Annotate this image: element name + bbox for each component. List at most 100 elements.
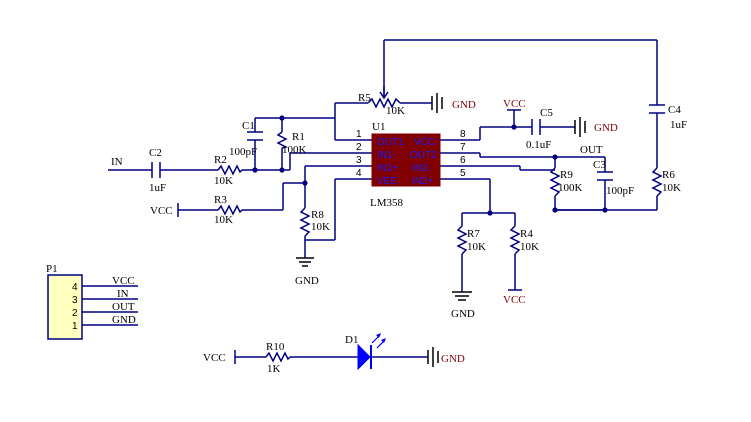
svg-text:1K: 1K	[267, 363, 281, 375]
svg-text:U1: U1	[372, 121, 385, 133]
svg-text:100K: 100K	[282, 144, 307, 156]
resistor-r6: R6 10K	[651, 167, 681, 197]
resistor-r3: R3 10K	[214, 194, 243, 226]
svg-text:10K: 10K	[467, 241, 486, 253]
svg-text:1uF: 1uF	[670, 119, 687, 131]
svg-text:OUT: OUT	[112, 301, 135, 313]
svg-text:5: 5	[460, 168, 466, 179]
svg-text:VCC: VCC	[203, 352, 226, 364]
junctions	[252, 115, 608, 216]
resistor-r10: R10 1K	[265, 341, 291, 375]
svg-text:8: 8	[460, 129, 466, 140]
svg-text:100K: 100K	[558, 182, 583, 194]
gnd-symbol-led: GND	[427, 347, 465, 367]
svg-text:R1: R1	[292, 131, 305, 143]
svg-text:C2: C2	[149, 147, 162, 159]
svg-text:R3: R3	[214, 194, 227, 206]
led-d1: D1	[345, 333, 386, 371]
svg-text:10K: 10K	[311, 221, 330, 233]
resistor-r2: R2 10K	[214, 154, 243, 187]
svg-text:4: 4	[356, 168, 362, 179]
svg-text:C1: C1	[242, 120, 255, 132]
capacitor-c5: C5 0.1uF	[526, 107, 553, 151]
svg-text:P1: P1	[46, 263, 58, 275]
net-label-in: IN	[111, 156, 123, 168]
header-body	[47, 274, 83, 340]
capacitor-c3: C3 100pF	[593, 159, 634, 197]
ic-body	[371, 133, 441, 187]
net-label-out: OUT	[580, 144, 603, 156]
svg-text:IN1+: IN1+	[377, 163, 399, 174]
svg-text:C3: C3	[593, 159, 606, 171]
svg-text:VCC: VCC	[414, 137, 435, 148]
resistor-r9: R9 100K	[549, 167, 583, 197]
resistor-r4: R4 10K	[509, 225, 539, 255]
potentiometer-r5: R5 10K	[358, 86, 405, 117]
gnd-symbol-r5: GND	[431, 93, 476, 113]
ic-u1-lm358: U1 LM358 OUT1 IN1- IN1+ VEE VCC OUT2 IN2…	[356, 121, 466, 209]
svg-text:R9: R9	[560, 169, 573, 181]
capacitor-c4: C4 1uF	[649, 104, 687, 131]
svg-text:R6: R6	[662, 169, 675, 181]
svg-text:10K: 10K	[662, 182, 681, 194]
svg-text:C4: C4	[668, 104, 681, 116]
svg-text:100pF: 100pF	[606, 185, 634, 197]
svg-text:10K: 10K	[386, 105, 405, 117]
svg-text:1uF: 1uF	[149, 182, 166, 194]
vcc-symbol-led: VCC	[203, 350, 236, 364]
svg-text:1: 1	[72, 321, 78, 332]
svg-text:OUT1: OUT1	[377, 137, 404, 148]
svg-text:GND: GND	[451, 308, 475, 320]
svg-text:C5: C5	[540, 107, 553, 119]
svg-text:3: 3	[72, 295, 78, 306]
gnd-symbol-r7: GND	[451, 291, 475, 320]
svg-text:6: 6	[460, 155, 466, 166]
svg-text:VCC: VCC	[503, 98, 526, 110]
capacitor-c1: C1 100pF	[229, 120, 263, 158]
svg-text:GND: GND	[295, 275, 319, 287]
header-p1: P1 4 3 2 1 VCC IN OUT GND	[46, 263, 136, 340]
resistor-r1: R1 100K	[276, 131, 307, 156]
svg-text:4: 4	[72, 282, 78, 293]
svg-text:10K: 10K	[214, 214, 233, 226]
svg-text:IN: IN	[117, 288, 129, 300]
vcc-symbol-r4: VCC	[503, 289, 526, 306]
svg-text:GND: GND	[594, 122, 618, 134]
vcc-symbol-r3: VCC	[150, 203, 179, 217]
svg-text:10K: 10K	[214, 175, 233, 187]
svg-text:IN2-: IN2-	[412, 163, 431, 174]
svg-text:1: 1	[356, 129, 362, 140]
svg-text:VCC: VCC	[112, 275, 135, 287]
svg-text:GND: GND	[441, 353, 465, 365]
gnd-symbol-c5: GND	[574, 117, 618, 137]
svg-text:IN1-: IN1-	[377, 150, 396, 161]
svg-text:100pF: 100pF	[229, 146, 257, 158]
svg-text:R2: R2	[214, 154, 227, 166]
resistor-r8: R8 10K	[299, 207, 330, 237]
svg-text:2: 2	[356, 142, 362, 153]
svg-text:2: 2	[72, 308, 78, 319]
svg-text:R5: R5	[358, 92, 371, 104]
vcc-symbol-c5: VCC	[503, 98, 526, 111]
svg-text:LM358: LM358	[370, 197, 404, 209]
svg-text:R7: R7	[467, 228, 480, 240]
resistor-r7: R7 10K	[456, 225, 486, 255]
wires	[82, 39, 658, 358]
gnd-symbol-r8: GND	[295, 257, 319, 287]
svg-text:0.1uF: 0.1uF	[526, 139, 551, 151]
svg-text:IN2+: IN2+	[412, 176, 434, 187]
svg-text:R10: R10	[266, 341, 285, 353]
svg-text:10K: 10K	[520, 241, 539, 253]
svg-text:R8: R8	[311, 209, 324, 221]
svg-text:GND: GND	[452, 99, 476, 111]
capacitor-c2: C2 1uF	[149, 147, 166, 194]
svg-text:VCC: VCC	[150, 205, 173, 217]
svg-text:D1: D1	[345, 334, 358, 346]
svg-text:OUT2: OUT2	[410, 150, 437, 161]
svg-text:VEE: VEE	[377, 176, 397, 187]
svg-text:7: 7	[460, 142, 466, 153]
svg-text:3: 3	[356, 155, 362, 166]
svg-text:GND: GND	[112, 314, 136, 326]
svg-text:VCC: VCC	[503, 294, 526, 306]
